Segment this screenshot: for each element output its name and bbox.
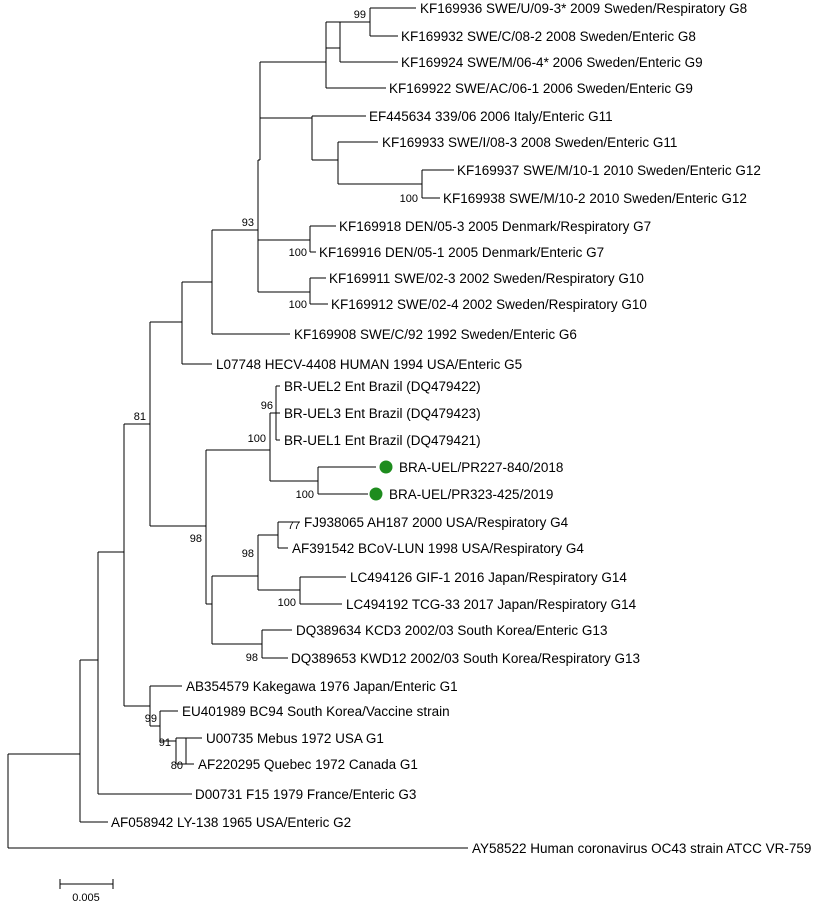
leaf-label: KF169912 SWE/02-4 2002 Sweden/Respirator… <box>331 297 647 312</box>
bootstrap-value: 81 <box>134 411 146 423</box>
bootstrap-value: 99 <box>145 713 157 725</box>
leaf-labels: KF169936 SWE/U/09-3* 2009 Sweden/Respira… <box>111 1 811 856</box>
green-dot-marker <box>379 460 393 474</box>
leaf-label: AF220295 Quebec 1972 Canada G1 <box>198 757 418 772</box>
bootstrap-value: 93 <box>242 217 254 229</box>
leaf-label: KF169911 SWE/02-3 2002 Sweden/Respirator… <box>329 271 644 286</box>
leaf-label: EF445634 339/06 2006 Italy/Enteric G11 <box>369 109 613 124</box>
leaf-label: LC494192 TCG-33 2017 Japan/Respiratory G… <box>346 597 637 612</box>
leaf-label: FJ938065 AH187 2000 USA/Respiratory G4 <box>304 515 569 530</box>
leaf-label: L07748 HECV-4408 HUMAN 1994 USA/Enteric … <box>216 357 522 372</box>
leaf-label: AF391542 BCoV-LUN 1998 USA/Respiratory G… <box>292 541 584 556</box>
bootstrap-value: 100 <box>248 433 266 445</box>
bootstrap-value: 98 <box>190 533 202 545</box>
bootstrap-value: 100 <box>296 489 314 501</box>
leaf-label: KF169937 SWE/M/10-1 2010 Sweden/Enteric … <box>457 163 761 178</box>
leaf-label: U00735 Mebus 1972 USA G1 <box>206 731 384 746</box>
leaf-label: KF169916 DEN/05-1 2005 Denmark/Enteric G… <box>319 245 604 260</box>
leaf-label: KF169924 SWE/M/06-4* 2006 Sweden/Enteric… <box>401 55 703 70</box>
leaf-label: BR-UEL2 Ent Brazil (DQ479422) <box>284 379 481 394</box>
leaf-label: DQ389653 KWD12 2002/03 South Korea/Respi… <box>291 651 640 666</box>
leaf-label: LC494126 GIF-1 2016 Japan/Respiratory G1… <box>350 570 627 585</box>
bootstrap-value: 100 <box>278 597 296 609</box>
bootstrap-value: 100 <box>400 193 418 205</box>
leaf-label: BRA-UEL/PR323-425/2019 <box>389 487 553 502</box>
green-dot-marker <box>369 487 383 501</box>
leaf-label: D00731 F15 1979 France/Enteric G3 <box>195 787 416 802</box>
leaf-label: KF169938 SWE/M/10-2 2010 Sweden/Enteric … <box>443 191 747 206</box>
bootstrap-value: 98 <box>242 548 254 560</box>
leaf-label: KF169932 SWE/C/08-2 2008 Sweden/Enteric … <box>401 29 696 44</box>
scale-bar: 0.005 <box>59 879 114 904</box>
bootstrap-value: 100 <box>289 247 307 259</box>
bootstrap-value: 77 <box>288 520 300 532</box>
leaf-label: DQ389634 KCD3 2002/03 South Korea/Enteri… <box>296 623 607 638</box>
leaf-label: KF169936 SWE/U/09-3* 2009 Sweden/Respira… <box>420 1 747 16</box>
scale-bar-label: 0.005 <box>72 892 100 904</box>
leaf-label: AF058942 LY-138 1965 USA/Enteric G2 <box>111 815 351 830</box>
leaf-label: EU401989 BC94 South Korea/Vaccine strain <box>182 704 450 719</box>
bootstrap-value: 96 <box>261 400 273 412</box>
leaf-label: KF169908 SWE/C/92 1992 Sweden/Enteric G6 <box>294 327 577 342</box>
tree-branches <box>7 7 468 849</box>
leaf-label: BR-UEL1 Ent Brazil (DQ479421) <box>284 433 481 448</box>
leaf-label: KF169922 SWE/AC/06-1 2006 Sweden/Enteric… <box>389 81 693 96</box>
leaf-label: AB354579 Kakegawa 1976 Japan/Enteric G1 <box>186 679 458 694</box>
bootstrap-values: 99 100 93 100 100 81 96 100 100 98 77 98… <box>134 9 418 772</box>
leaf-label: KF169918 DEN/05-3 2005 Denmark/Respirato… <box>339 219 651 234</box>
leaf-label: AY58522 Human coronavirus OC43 strain AT… <box>472 841 811 856</box>
bootstrap-value: 98 <box>246 652 258 664</box>
bootstrap-value: 80 <box>171 760 183 772</box>
bootstrap-value: 91 <box>159 737 171 749</box>
bootstrap-value: 100 <box>289 299 307 311</box>
leaf-label: BR-UEL3 Ent Brazil (DQ479423) <box>284 406 481 421</box>
leaf-label: BRA-UEL/PR227-840/2018 <box>399 460 563 475</box>
bootstrap-value: 99 <box>354 9 366 21</box>
leaf-label: KF169933 SWE/I/08-3 2008 Sweden/Enteric … <box>382 135 677 150</box>
